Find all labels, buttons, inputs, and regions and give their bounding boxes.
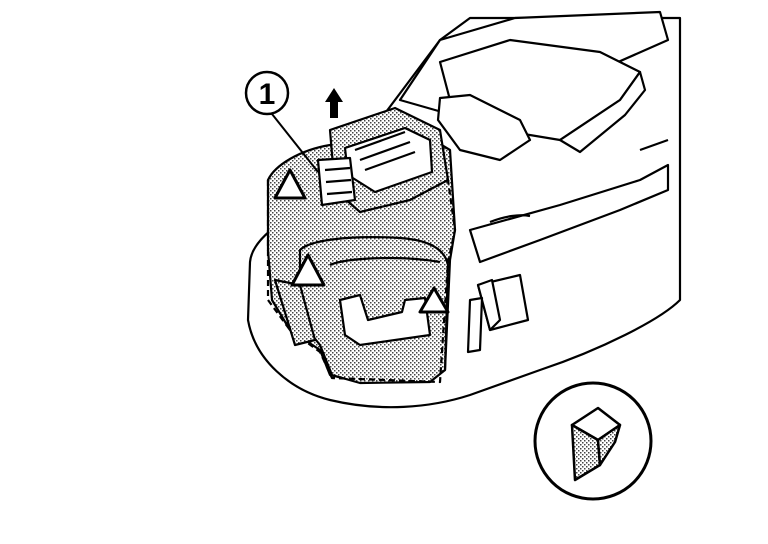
- connector-inner-cut: [338, 293, 432, 347]
- housing-side-rail: [468, 163, 670, 264]
- pawl-marker-middle: [290, 253, 326, 287]
- callout-circle: [244, 70, 290, 116]
- up-arrow-icon: [325, 88, 343, 118]
- housing-slot: [436, 93, 532, 162]
- housing-latch-lug-face: [476, 278, 502, 332]
- callout-1: 1: [244, 70, 319, 173]
- connector-dashed-outline: [266, 179, 457, 384]
- connector-bowl-rim: [329, 256, 441, 267]
- connector: [266, 106, 457, 385]
- connector-rib: [354, 130, 416, 172]
- pawl-tab-icon: [570, 406, 622, 482]
- housing-small-lug: [466, 296, 484, 354]
- housing-pad-face: [558, 70, 647, 154]
- pawl-marker-right: [418, 286, 450, 314]
- housing-right-edge: [639, 138, 669, 152]
- pawl-marker-upper: [273, 168, 307, 200]
- pawl-markers: [273, 168, 450, 314]
- inset-clip-icon: [533, 381, 653, 501]
- connector-pin-lines: [324, 166, 353, 196]
- housing-groove: [489, 214, 531, 224]
- callout-number: 1: [259, 78, 276, 111]
- callout-leader-line: [271, 113, 319, 173]
